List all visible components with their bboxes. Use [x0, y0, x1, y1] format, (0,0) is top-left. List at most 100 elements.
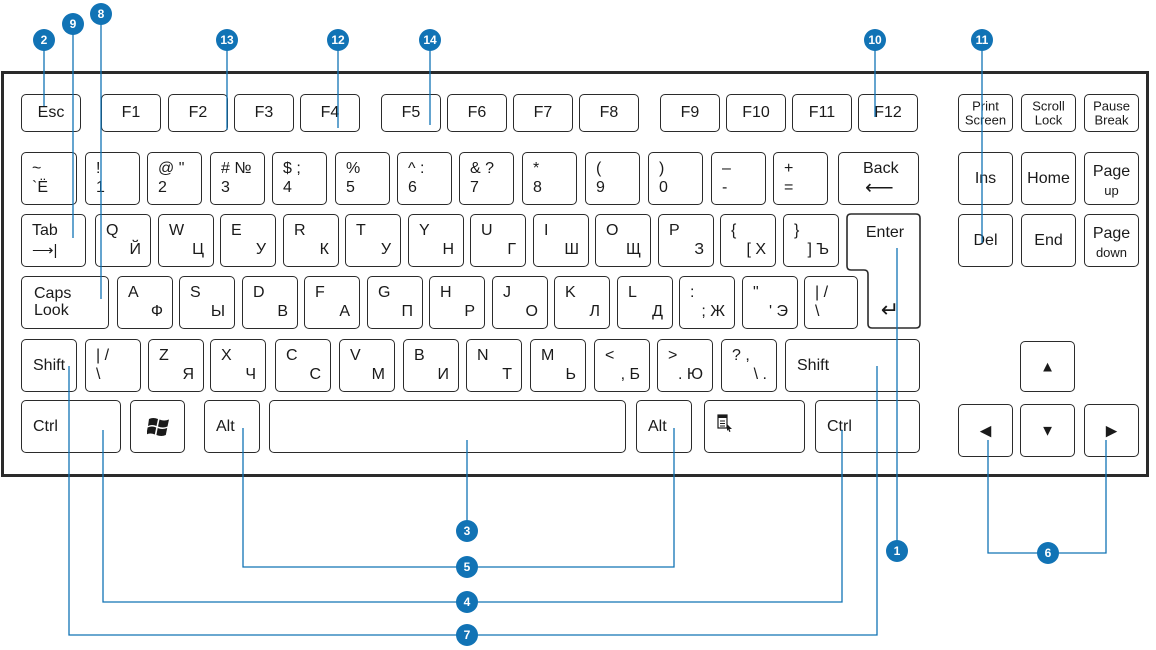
key-0: )0 [648, 152, 703, 205]
arrow-up-icon: ▲ [1040, 358, 1055, 375]
key-right-ctrl: Ctrl [815, 400, 920, 453]
key-home: Home [1021, 152, 1076, 205]
key-arrow-down: ▼ [1020, 404, 1075, 457]
key-end-label: End [1034, 231, 1063, 249]
key-t-lat: T [356, 222, 366, 239]
key-f6: F6 [447, 94, 507, 132]
key-f7: F7 [513, 94, 573, 132]
key-quote-cyr: ' Э [769, 303, 788, 320]
key-esc-label: Esc [37, 104, 65, 121]
key-oem102-cyr: \ [96, 366, 101, 383]
key-z-cyr: Я [182, 366, 194, 383]
key-7-bottom: 7 [470, 179, 479, 196]
key-5: %5 [335, 152, 390, 205]
callout-badge-11: 11 [971, 29, 993, 51]
key-c-lat: C [286, 347, 298, 364]
key-left-alt-label: Alt [216, 417, 235, 435]
key-y-lat: Y [419, 222, 430, 239]
key-f12: F12 [858, 94, 918, 132]
key-7: & ? 7 [459, 152, 514, 205]
key-p-lat: P [669, 222, 680, 239]
key-1-top: ! [96, 160, 101, 177]
key-u-lat: U [481, 222, 493, 239]
key-f3-label: F3 [254, 104, 274, 121]
key-slash: ? ,\ . [721, 339, 777, 392]
key-f2: F2 [168, 94, 228, 132]
key-esc: Esc [21, 94, 81, 132]
key-minus-bottom: - [722, 179, 728, 196]
key-tab: Tab⟶| [21, 214, 86, 267]
key-enter-label: Enter [866, 224, 905, 241]
key-s-cyr: Ы [210, 303, 225, 320]
key-caps-lock-label: Caps Look [34, 285, 72, 319]
callout-badge-4: 4 [456, 591, 478, 613]
callout-badge-1: 1 [886, 540, 908, 562]
key-f5-label: F5 [401, 104, 421, 121]
key-equal: += [773, 152, 828, 205]
key-f2-label: F2 [188, 104, 208, 121]
key-m-cyr: Ь [565, 366, 577, 383]
key-w-cyr: Ц [192, 241, 204, 258]
key-y-cyr: Н [442, 241, 454, 258]
key-f8: F8 [579, 94, 639, 132]
key-4-top: $ ; [283, 160, 301, 177]
key-a-lat: A [128, 284, 139, 301]
key-f10: F10 [726, 94, 786, 132]
callout-badge-12: 12 [327, 29, 349, 51]
key-oem102-lat: | / [96, 347, 110, 364]
key-x-cyr: Ч [245, 366, 256, 383]
key-lbracket: {[ Х [720, 214, 776, 267]
key-enter: Enter ↵ [846, 213, 921, 329]
key-f9: F9 [660, 94, 720, 132]
key-del-label: Del [973, 231, 998, 249]
key-i-lat: I [544, 222, 549, 239]
key-quote-lat: " [753, 284, 759, 301]
key-f1-label: F1 [121, 104, 141, 121]
key-grave-top: ~ [32, 160, 42, 177]
key-minus-top: – [722, 160, 731, 177]
key-quote: " ' Э [742, 276, 798, 329]
tab-arrow-icon: ⟶| [32, 242, 58, 259]
key-v-cyr: М [371, 366, 385, 383]
key-minus: –- [711, 152, 766, 205]
key-slash-lat: ? , [732, 347, 750, 364]
key-o-lat: O [606, 222, 619, 239]
callout-badge-7: 7 [456, 624, 478, 646]
key-8-bottom: 8 [533, 179, 542, 196]
key-oem102: | / \ [85, 339, 141, 392]
key-v-lat: V [350, 347, 361, 364]
callout-badge-2: 2 [33, 29, 55, 51]
key-pause-break: Pause Break [1084, 94, 1139, 132]
key-t-cyr: У [380, 241, 391, 258]
key-page-up-bottom: up [1104, 183, 1119, 198]
key-b-lat: B [414, 347, 425, 364]
key-comma-lat: < [605, 347, 615, 364]
key-comma: <, Б [594, 339, 650, 392]
enter-arrow-icon: ↵ [881, 298, 899, 323]
key-f10-label: F10 [742, 104, 770, 121]
key-g-lat: G [378, 284, 391, 301]
callout-badge-13: 13 [216, 29, 238, 51]
key-7-top: & ? [470, 160, 495, 177]
key-n-cyr: Т [502, 366, 512, 383]
key-lbracket-lat: { [731, 222, 737, 239]
key-page-down-top: Page [1092, 225, 1131, 242]
key-6-bottom: 6 [408, 179, 417, 196]
key-equal-top: + [784, 160, 794, 177]
key-ins-label: Ins [974, 169, 997, 187]
